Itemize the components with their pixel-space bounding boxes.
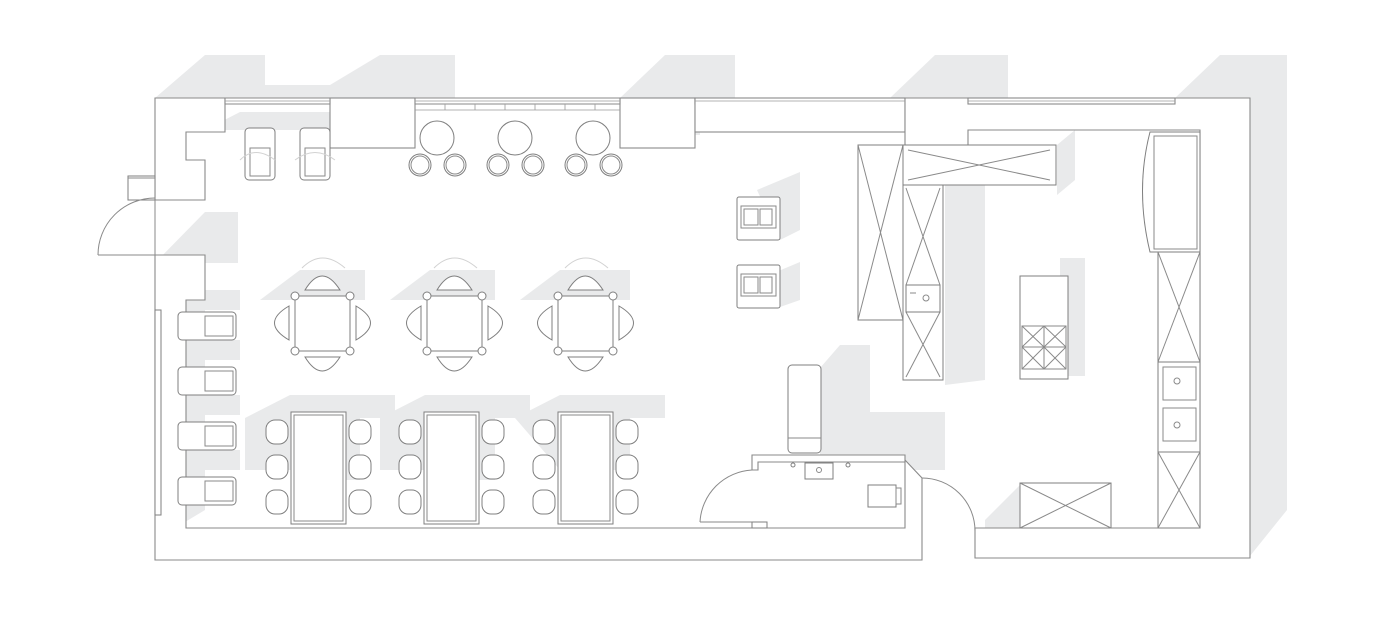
walls (154, 97, 1251, 561)
armchair (177, 311, 237, 341)
bar-area (408, 120, 623, 177)
armchair (239, 127, 276, 181)
kitchen-cabinets-west (857, 144, 1057, 381)
armchairs-window (239, 127, 336, 181)
wall-armchairs (177, 311, 237, 506)
long-table-group (532, 411, 639, 525)
square-table-group (537, 257, 634, 372)
wall-pillar-1 (329, 97, 416, 149)
wash-station (736, 196, 781, 241)
wash-station (736, 264, 781, 309)
armchair (177, 476, 237, 506)
armchair (294, 127, 336, 181)
long-table-group (398, 411, 505, 525)
kitchen-counter-south (1019, 482, 1112, 529)
west-window (154, 309, 162, 516)
service-counter (787, 364, 822, 454)
square-table-group (274, 257, 371, 372)
wall-north-mid (694, 97, 906, 133)
kitchen-door (921, 477, 976, 560)
armchair (177, 366, 237, 396)
wall-pillar-2 (619, 97, 696, 149)
wall-dining-room (154, 97, 226, 201)
kitchen-island (1019, 275, 1069, 380)
restroom (699, 454, 906, 529)
square-table-group (406, 257, 503, 372)
entrance-door (97, 175, 156, 256)
long-table-group (265, 411, 372, 525)
armchair (177, 421, 237, 451)
kitchen-cabinets-east (1142, 131, 1201, 529)
